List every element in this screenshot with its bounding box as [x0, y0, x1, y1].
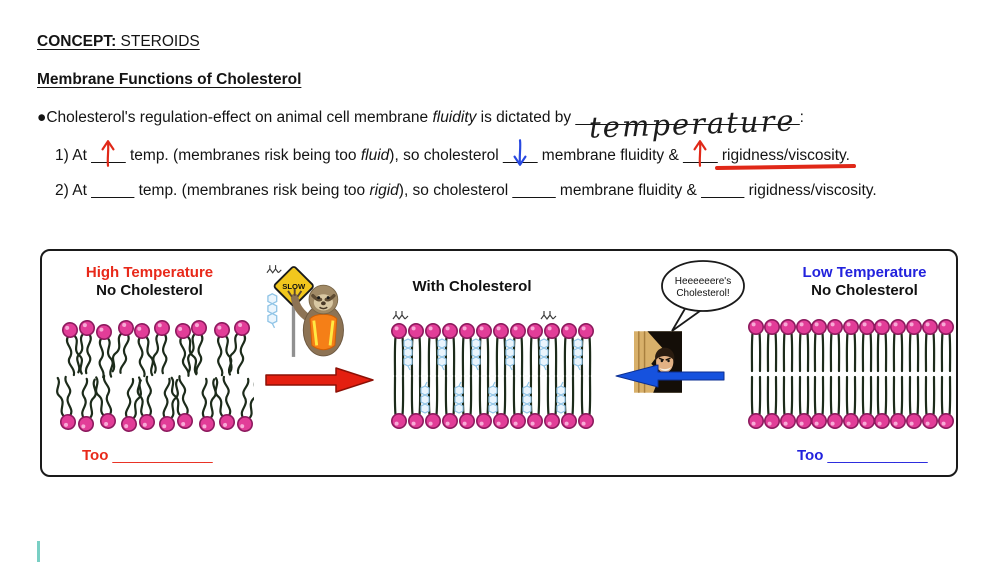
- with-cholesterol-title: With Cholesterol: [412, 278, 532, 295]
- high-temp-no-cholesterol-subtitle: No Cholesterol: [96, 282, 203, 299]
- next-section-edge-mark: [37, 541, 40, 562]
- handwritten-down-arrow-icon: [513, 139, 527, 166]
- low-temperature-title: Low Temperature: [802, 264, 927, 281]
- fluidity-italic-word: fluidity: [432, 109, 477, 126]
- sloth-smile: [319, 306, 328, 310]
- bullet-statement: ●Cholesterol's regulation-effect on anim…: [37, 103, 804, 144]
- item2-text-5: rigidness/viscosity.: [744, 182, 877, 199]
- high-temp-membrane-illustration: [56, 318, 254, 434]
- section-title-text: Membrane Functions of Cholesterol: [37, 71, 302, 88]
- caption-word: Too: [82, 447, 113, 464]
- red-right-arrow: [265, 367, 374, 393]
- concept-heading: CONCEPT: STEROIDS: [37, 32, 200, 52]
- high-temperature-title: High Temperature: [85, 264, 214, 281]
- sloth-slow-mascot-illustration: SLOW: [266, 264, 344, 357]
- vest-stripes: [312, 320, 335, 346]
- item1-text-3: ), so cholesterol: [389, 147, 504, 164]
- bullet-text-2: is dictated by: [476, 109, 576, 126]
- blank-underscores: _____: [91, 182, 135, 199]
- hair: [655, 347, 675, 362]
- with-cholesterol-membrane-illustration: [390, 310, 595, 430]
- sign-pole: [291, 301, 296, 357]
- rigid-italic-word: rigid: [369, 182, 399, 199]
- concept-label: CONCEPT:: [37, 33, 117, 50]
- handwritten-up-arrow-icon: [101, 140, 115, 167]
- item1-text-5-red-underlined: rigidness/viscosity.: [717, 147, 850, 164]
- blank-underscores: __________________________: [575, 109, 800, 126]
- fluid-italic-word: fluid: [360, 147, 390, 164]
- caption-blank: ____________: [112, 447, 213, 464]
- numbered-item-2: 2) At _____ temp. (membranes risk being …: [55, 181, 877, 201]
- item1-blank-3: ____: [683, 140, 718, 167]
- slow-sign: [273, 266, 314, 307]
- sloth-eye-stripes: [311, 294, 336, 302]
- item1-text-4: membrane fluidity &: [537, 147, 684, 164]
- item1-blank-2: ____: [503, 139, 538, 166]
- item2-text-1: 2) At: [55, 182, 92, 199]
- handwritten-answer-temperature: temperature: [588, 103, 797, 145]
- item2-text-2: temp. (membranes risk being too: [134, 182, 370, 199]
- speech-bubble: Heeeeeere's Cholesterol!: [661, 260, 745, 332]
- grin: [658, 366, 672, 371]
- bullet-text-1: ●Cholesterol's regulation-effect on anim…: [37, 109, 433, 126]
- caption-too-rigid: Too ____________: [797, 447, 928, 464]
- blank-underscores: _____: [512, 182, 556, 199]
- bullet-text-3: :: [799, 109, 804, 126]
- caption-word: Too: [797, 447, 828, 464]
- caption-too-fluid: Too ____________: [82, 447, 213, 464]
- sloth-claws: [287, 289, 303, 298]
- membrane-figure: High Temperature No Cholesterol With Cho…: [40, 249, 958, 477]
- item2-text-3: ), so cholesterol: [398, 182, 513, 199]
- slow-sign-text: SLOW: [282, 282, 306, 291]
- low-temp-no-cholesterol-subtitle: No Cholesterol: [811, 282, 918, 299]
- item1-blank-1: ____: [91, 140, 126, 167]
- concept-value: STEROIDS: [116, 33, 200, 50]
- speech-bubble-line-1: Heeeeeere's: [675, 276, 731, 287]
- blank-underscores: _____: [701, 182, 745, 199]
- low-temp-membrane-illustration: [748, 318, 955, 430]
- caption-blank: ____________: [827, 447, 928, 464]
- item2-text-4: membrane fluidity &: [555, 182, 702, 199]
- blue-left-arrow: [615, 364, 725, 388]
- item1-text-2: temp. (membranes risk being too: [125, 147, 361, 164]
- temperature-blank: __________________________temperature: [575, 103, 800, 144]
- section-title: Membrane Functions of Cholesterol: [37, 70, 301, 90]
- numbered-item-1: 1) At ____ temp. (membranes risk being t…: [55, 139, 850, 167]
- item1-text-1: 1) At: [55, 147, 92, 164]
- handwritten-up-arrow-icon: [693, 140, 707, 167]
- speech-bubble-line-2: Cholesterol!: [676, 288, 729, 299]
- concept-heading-text: CONCEPT: STEROIDS: [37, 33, 200, 50]
